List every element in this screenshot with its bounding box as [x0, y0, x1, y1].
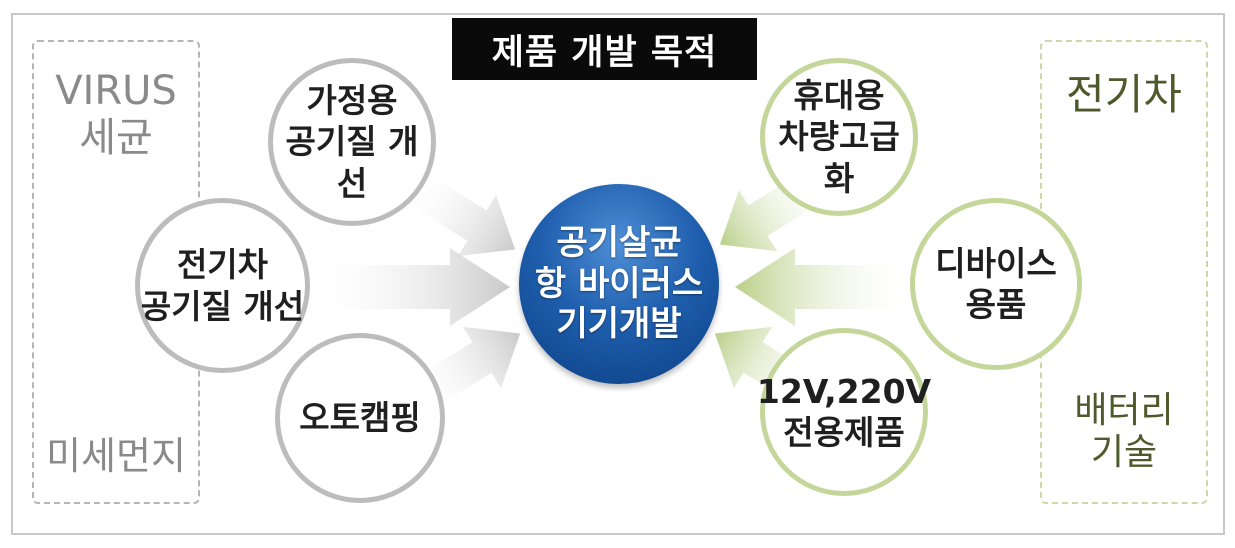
left-circle-home: 가정용 공기질 개선	[268, 58, 436, 226]
left-circle-home-label: 가정용 공기질 개선	[285, 81, 419, 203]
arrow-right-middle	[735, 248, 915, 326]
right-circle-portable-label: 휴대용 차량고급화	[778, 76, 900, 198]
center-goal-circle: 공기살균 항 바이러스 기기개발	[519, 184, 719, 384]
right-circle-voltage: 12V,220V 전용제품	[756, 328, 932, 496]
diagram-title: 제품 개발 목적	[452, 18, 757, 80]
left-panel-top-text: VIRUS 세균	[55, 68, 177, 162]
right-panel-bottom-text: 배터리 기술	[1074, 390, 1174, 474]
left-circle-camping: 오토캠핑	[275, 333, 445, 503]
left-panel-bottom-text: 미세먼지	[46, 434, 186, 478]
right-circle-device: 디바이스 용품	[910, 198, 1082, 370]
right-circle-device-label: 디바이스 용품	[935, 243, 1057, 324]
left-circle-ev-label: 전기차 공기질 개선	[140, 245, 305, 326]
arrow-left-middle	[305, 248, 510, 326]
arrow-left-top	[399, 167, 516, 257]
center-goal-label: 공기살균 항 바이러스 기기개발	[534, 222, 704, 345]
left-circle-camping-label: 오토캠핑	[299, 398, 421, 438]
right-circle-voltage-label: 12V,220V 전용제품	[756, 371, 932, 452]
right-panel-top-text: 전기차	[1066, 70, 1182, 119]
left-circle-ev: 전기차 공기질 개선	[135, 198, 310, 373]
right-circle-portable: 휴대용 차량고급화	[760, 58, 918, 216]
